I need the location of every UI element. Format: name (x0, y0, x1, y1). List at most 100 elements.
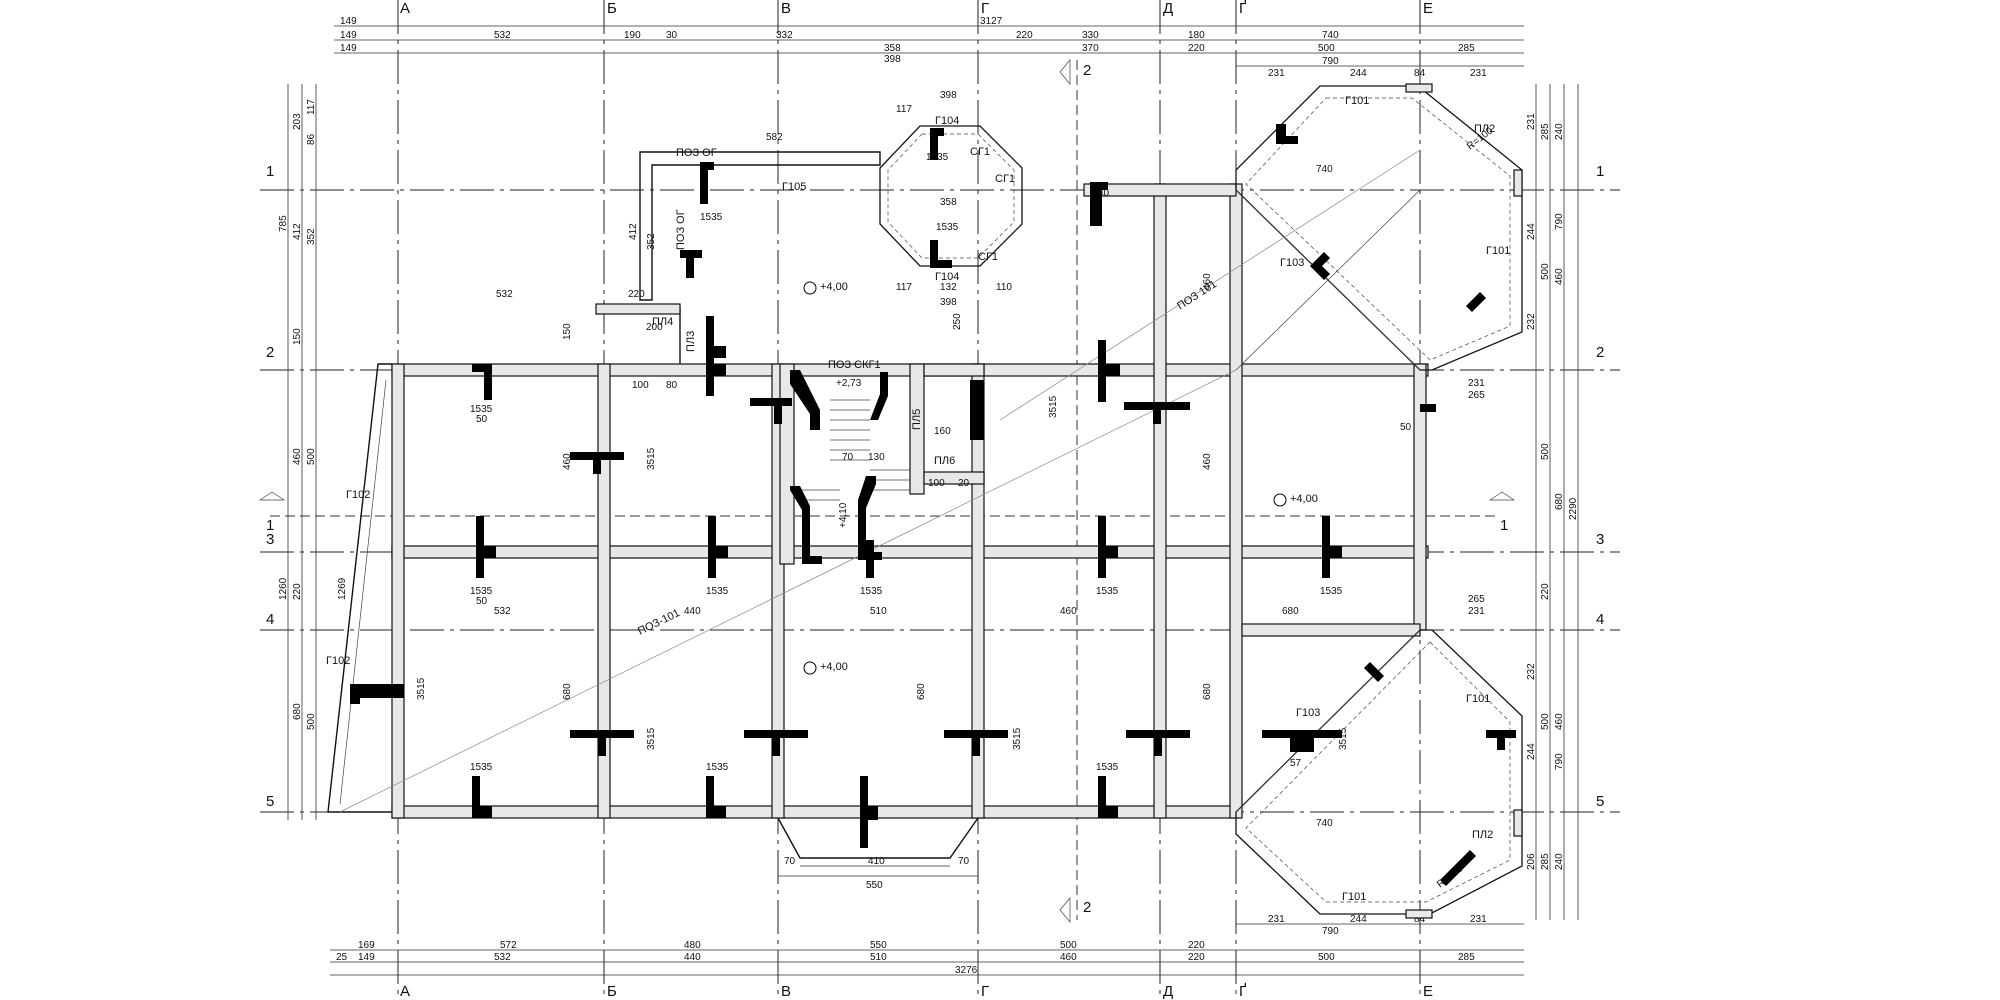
beam-axis-d (1153, 183, 1167, 819)
bottom-dim-231: 231 (1268, 914, 1285, 925)
beam-axis-a (391, 363, 405, 819)
label-pl2-top: ПЛ2 (1474, 123, 1495, 135)
column-e5 (1486, 730, 1516, 750)
axis-labels-left: 1 2 3 4 5 (266, 163, 274, 810)
column-b5 (570, 730, 634, 756)
bottom-niche: 410 550 70 70 (777, 817, 979, 891)
column-bottom-right-1 (1364, 662, 1384, 682)
column-d3 (1098, 516, 1118, 578)
dim-680-d: 680 (1202, 683, 1213, 700)
beam-axis-gg (1229, 183, 1243, 819)
column-sg1-top (930, 128, 944, 160)
bottom-dimension-chain: 169 572 480 550 500 220 231 244 231 790 … (330, 914, 1524, 976)
dim-265-mid: 265 (1468, 390, 1485, 401)
dim-398-top: 398 (940, 90, 957, 101)
axis-v-bottom: В (781, 983, 791, 1000)
section-markers: 2 2 1 1 (258, 59, 1516, 923)
column-a4 (350, 684, 404, 704)
section-2-bottom-arrow (1059, 897, 1071, 923)
col-note-e2: 50 (1400, 422, 1412, 433)
dim-550-niche: 550 (866, 880, 883, 891)
dim-250: 250 (952, 313, 963, 330)
bottom-dim2-285: 285 (1458, 952, 1475, 963)
right-dim-232: 232 (1526, 313, 1537, 330)
dim-582: 582 (766, 132, 783, 143)
right-dim-220: 220 (1540, 583, 1551, 600)
dim-398-bottom: 398 (940, 297, 957, 308)
label-g105: Г105 (782, 181, 806, 193)
axis-1-right: 1 (1596, 163, 1604, 180)
right-dim-206: 206 (1526, 853, 1537, 870)
bottom-dim-220: 220 (1188, 940, 1205, 951)
left-dim-500b: 500 (306, 713, 317, 730)
column-og-1 (700, 162, 714, 204)
axis-a-bottom: А (400, 983, 410, 1000)
right-dim-460: 460 (1554, 268, 1565, 285)
axis-5-left: 5 (266, 793, 274, 810)
dim-412: 412 (628, 223, 639, 240)
stair-treads (800, 399, 910, 501)
poz-og-balcony: ПОЗ ОГ ПОЗ ОГ Г105 ПЛ4 ПЛ3 582 532 220 4… (496, 132, 881, 391)
column-pl4 (706, 316, 726, 368)
dim-100-stair: 100 (928, 478, 945, 489)
col-note-a2-50: 50 (476, 414, 488, 425)
left-dim-117: 117 (306, 99, 317, 115)
dim-70-right: 70 (958, 856, 970, 867)
dim-117-bottom: 117 (896, 282, 912, 293)
top-dim-330: 330 (1082, 30, 1099, 41)
section-1-left-arrow (258, 491, 286, 501)
top-dim3-84: 84 (1414, 68, 1426, 79)
axis-4-right: 4 (1596, 611, 1604, 628)
right-dim-460b: 460 (1554, 713, 1565, 730)
top-dimension-chain: 149 3127 149 532 190 30 332 220 330 180 … (334, 16, 1524, 79)
top-dim2-149: 149 (340, 43, 357, 54)
col-note-sg1-top: 1535 (926, 152, 949, 163)
col-note-d1-40: 40 (1098, 188, 1110, 199)
col-note-d2v: 3515 (1048, 395, 1059, 418)
bottom-dim2-532: 532 (494, 952, 511, 963)
label-g102-bottom: Г102 (326, 655, 350, 667)
bottom-dim2-510: 510 (870, 952, 887, 963)
bottom-dim-84: 84 (1414, 914, 1426, 925)
level-stair: +2,73 (836, 378, 862, 389)
label-pl5: ПЛ5 (911, 409, 923, 430)
right-dim-500c: 500 (1540, 713, 1551, 730)
label-sg1-mid: СГ1 (995, 173, 1015, 185)
dim-132: 132 (940, 282, 957, 293)
axis-4-dims: 532 440 510 460 680 680 680 680 460 460 … (494, 273, 1299, 700)
col-note-b3v: 3515 (646, 447, 657, 470)
dim-440-axis4: 440 (684, 606, 701, 617)
col-note-gg3: 1535 (1320, 586, 1343, 597)
axis-3-right: 3 (1596, 531, 1604, 548)
level-mark-3 (803, 661, 817, 675)
axis-5-right: 5 (1596, 793, 1604, 810)
dim-460-d-top: 460 (1202, 273, 1213, 290)
dim-358: 358 (940, 197, 957, 208)
right-dim-2290: 2290 (1568, 497, 1579, 520)
dim-680-g: 680 (916, 683, 927, 700)
label-sg1-bottom: СГ1 (978, 251, 998, 263)
beam-axis-b (597, 363, 611, 819)
col-note-sg1: 1535 (936, 222, 959, 233)
column-stair-5 (790, 486, 822, 564)
col-note-b3: 1535 (706, 586, 729, 597)
axis-labels-top: А Б В Г Д Ґ Е (400, 0, 1433, 17)
axis-3-left: 3 (266, 531, 274, 548)
dim-460-b: 460 (562, 453, 573, 470)
top-dim-180: 180 (1188, 30, 1205, 41)
bottom-dim2-149: 149 (358, 952, 375, 963)
top-dim2-285: 285 (1458, 43, 1475, 54)
level-mark-2 (1273, 493, 1287, 507)
label-poz-101-lower: ПОЗ-101 (636, 607, 682, 638)
section-1-right-arrow (1488, 491, 1516, 501)
label-g102-top: Г102 (346, 489, 370, 501)
bottom-dim-244: 244 (1350, 914, 1367, 925)
section-1-right: 1 (1500, 517, 1508, 534)
column-top-right-2 (1310, 252, 1330, 280)
dim-150: 150 (562, 323, 573, 340)
octagon-bottom-right: Г101 Г101 Г103 ПЛ2 R=100 740 265 231 57 (1235, 594, 1523, 919)
left-dimension-chain: 785 1260 203 412 150 460 220 680 117 86 … (278, 84, 348, 820)
column-a3 (476, 516, 496, 578)
top-dim3-231: 231 (1268, 68, 1285, 79)
axis-b-bottom: Б (607, 983, 617, 1000)
